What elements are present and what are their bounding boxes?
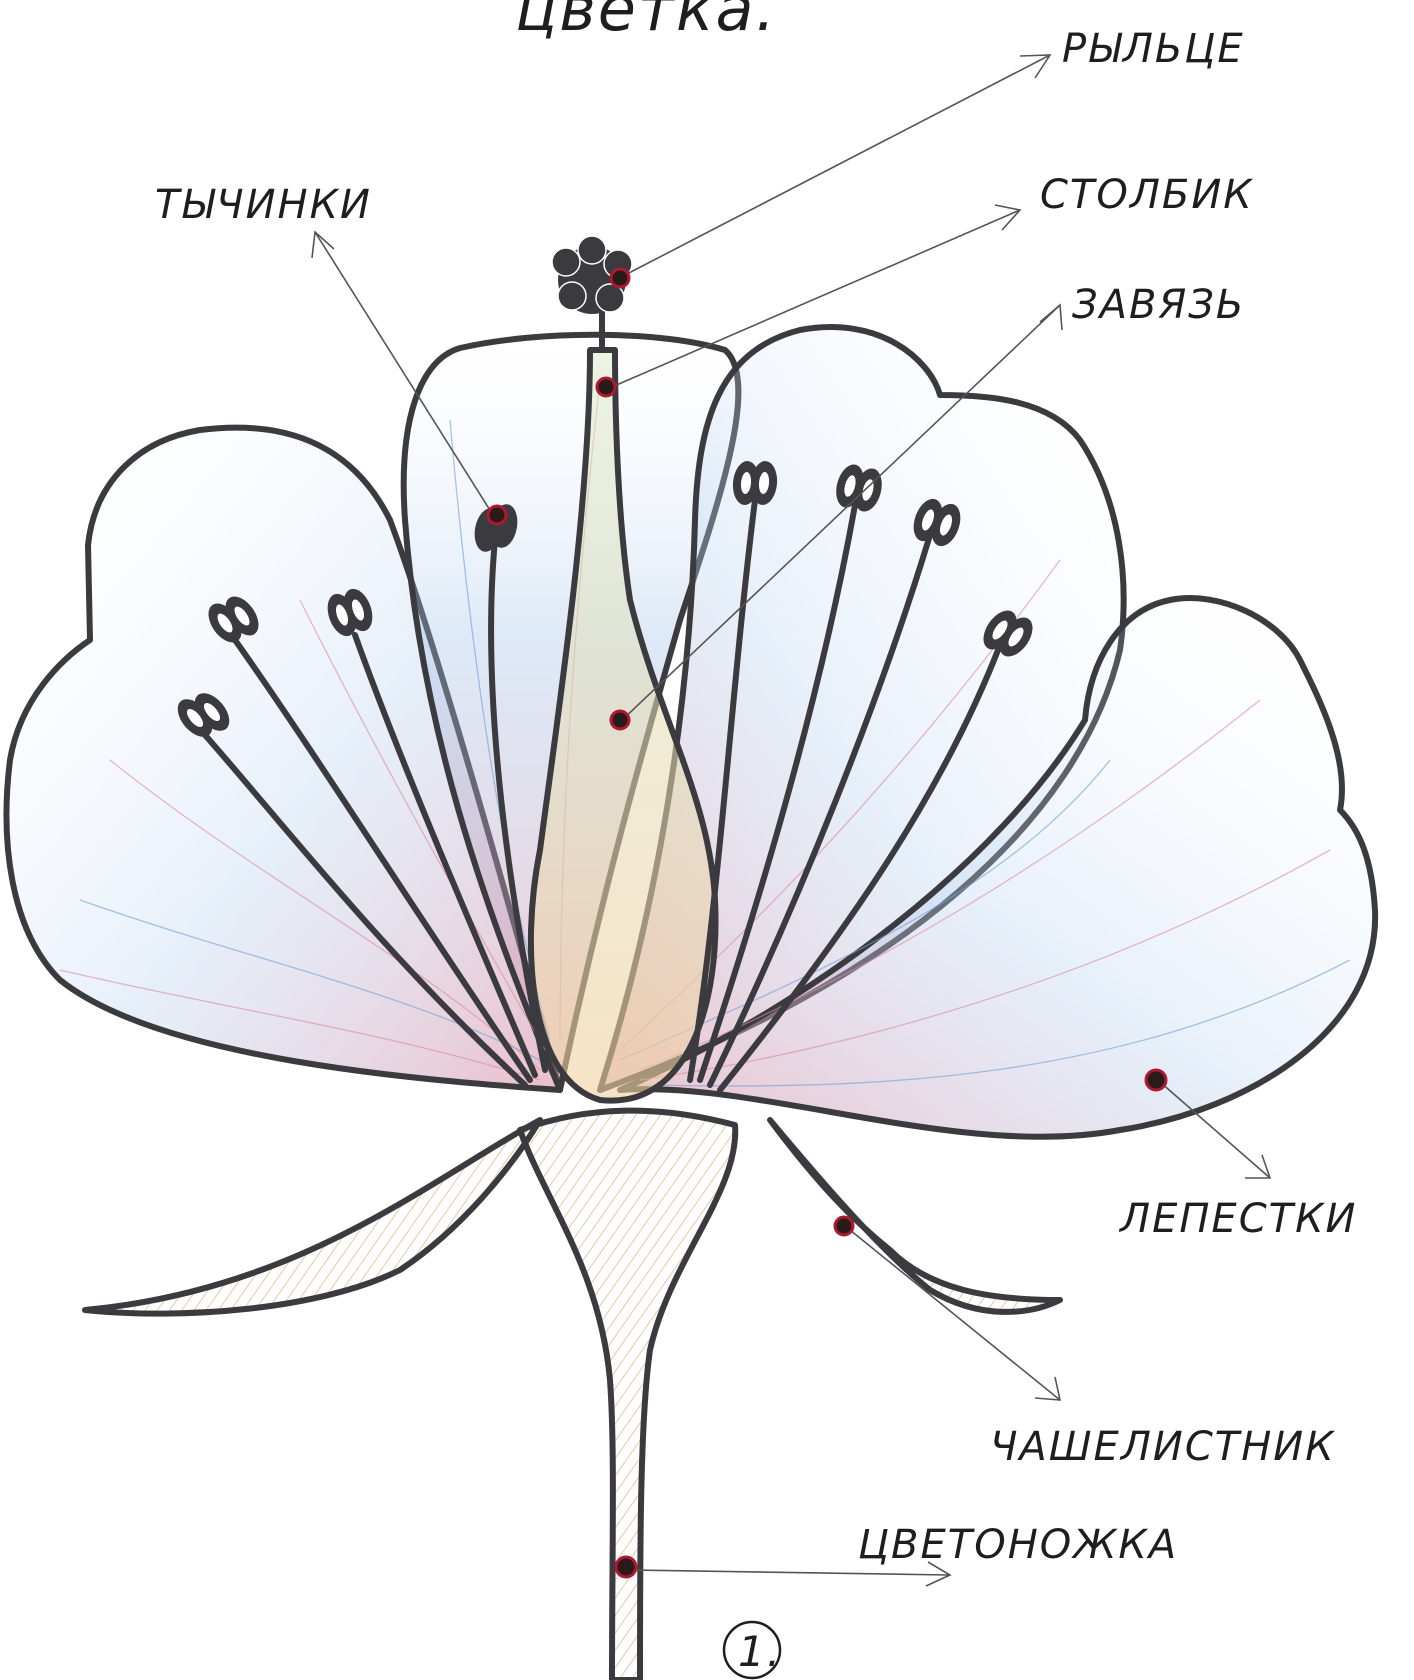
label-style: СТОЛБИК — [1040, 172, 1254, 218]
label-petals: ЛЕПЕСТКИ — [1118, 1196, 1357, 1242]
label-sepal: ЧАШЕЛИСТНИК — [990, 1424, 1336, 1470]
title-partial: цветка. — [515, 0, 777, 45]
label-stigma: РЫЛЬЦЕ — [1062, 26, 1245, 72]
label-pedicel: ЦВЕТОНОЖКА — [858, 1522, 1178, 1568]
pedicel — [520, 1111, 735, 1680]
label-stamens: ТЫЧИНКИ — [155, 182, 372, 228]
sepal-left — [85, 1120, 540, 1314]
figure-number: 1. — [738, 1627, 782, 1676]
label-ovary: ЗАВЯЗЬ — [1072, 282, 1245, 328]
